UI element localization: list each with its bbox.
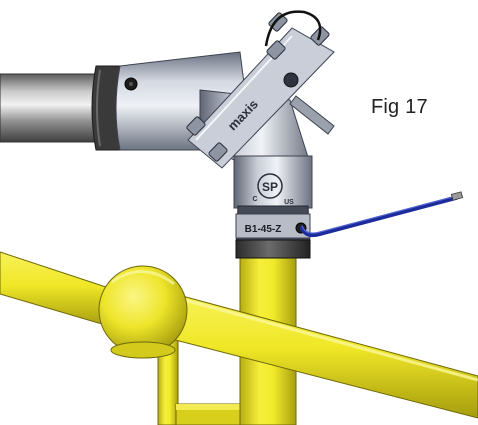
clamp-plate: maxis <box>186 10 335 169</box>
black-collar <box>235 239 311 259</box>
part-number-text: B1-45-Z <box>245 224 282 235</box>
blue-cable <box>300 191 464 238</box>
figure-label: Fig 17 <box>371 96 428 118</box>
cert-left-text: C <box>252 196 257 203</box>
bolt-bottom-left <box>186 116 206 136</box>
tension-rod <box>289 95 335 135</box>
bolt-middle <box>266 40 286 60</box>
ball-joint <box>98 265 188 355</box>
clamp-plate-body <box>187 27 335 169</box>
cert-right-text: US <box>284 199 294 206</box>
cert-mark-text: SP <box>262 180 278 194</box>
yellow-railing <box>0 251 478 425</box>
right-rail <box>151 289 478 419</box>
bolt-bottom <box>208 142 228 162</box>
steel-pipe <box>0 65 125 151</box>
lanyard-wire <box>264 10 322 47</box>
cable-tip <box>450 191 464 201</box>
logo-badge <box>283 72 299 88</box>
vertical-socket <box>233 155 313 209</box>
